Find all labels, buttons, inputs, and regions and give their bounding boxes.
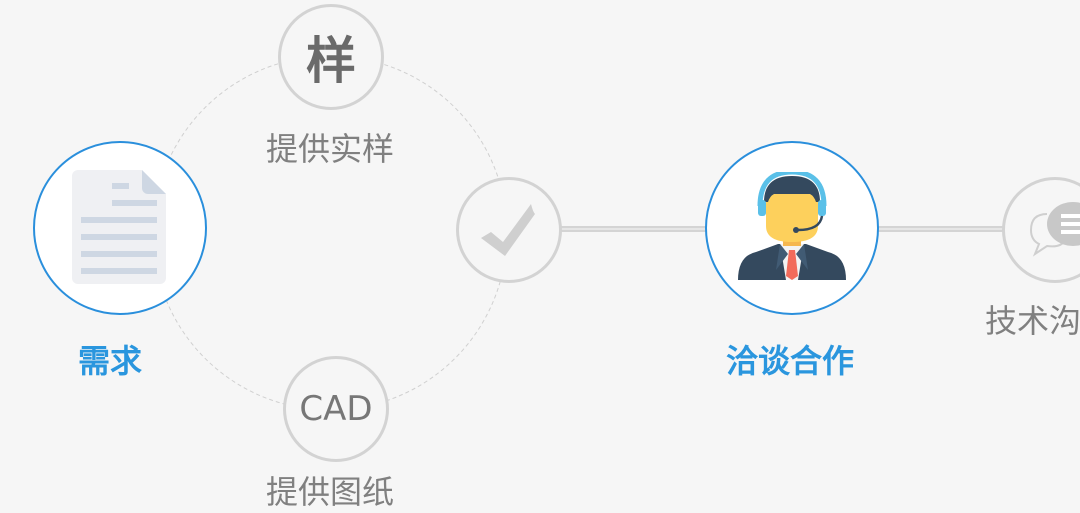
step-drawing-label: 提供图纸 <box>265 473 395 511</box>
step-confirm[interactable] <box>456 177 562 283</box>
step-sample[interactable]: 样 <box>278 4 384 110</box>
document-icon <box>72 170 166 284</box>
step-demand[interactable] <box>33 141 207 315</box>
step-demand-label: 需求 <box>77 342 143 380</box>
step-sample-label: 提供实样 <box>265 130 395 168</box>
step-negotiate-label: 洽谈合作 <box>725 342 855 380</box>
step-tech[interactable] <box>1002 177 1080 283</box>
step-drawing[interactable]: CAD <box>283 356 389 462</box>
customer-service-agent-icon <box>738 172 846 280</box>
connector-line <box>560 226 708 232</box>
step-negotiate[interactable] <box>705 141 879 315</box>
connector-line <box>878 226 1004 232</box>
checkmark-icon <box>481 204 535 256</box>
sample-glyph: 样 <box>306 32 356 90</box>
cad-glyph: CAD <box>299 389 373 429</box>
chat-bubbles-icon <box>1029 202 1080 257</box>
step-tech-label: 技术沟 <box>985 302 1080 340</box>
